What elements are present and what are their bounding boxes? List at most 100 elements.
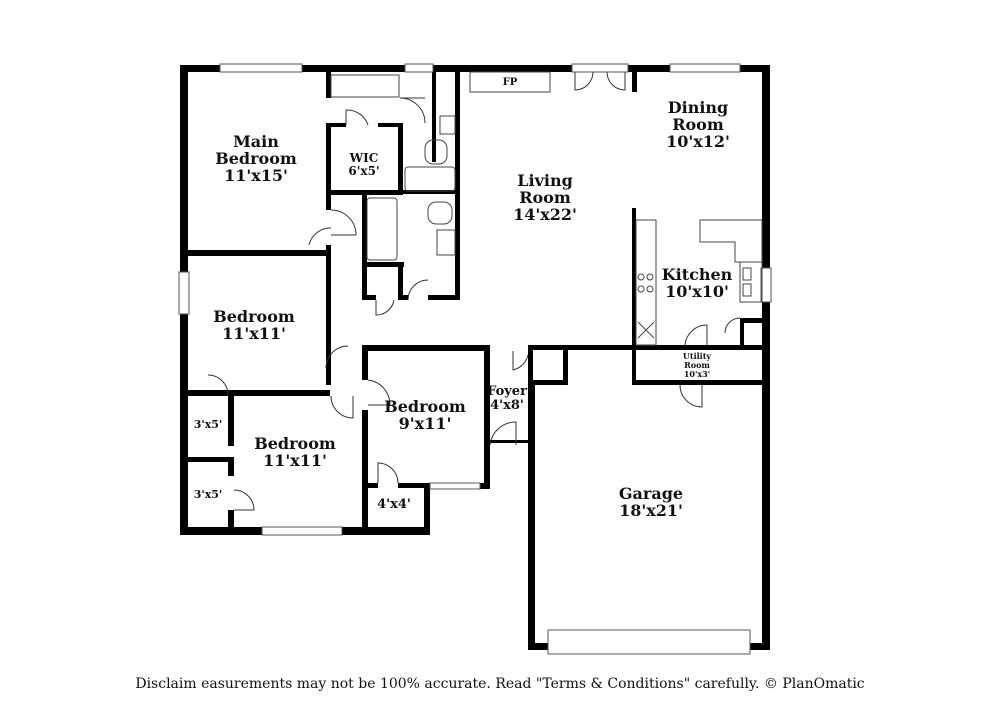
door-main-closet (399, 97, 426, 124)
label-main-bedroom-name1: Main (233, 132, 279, 151)
label-fireplace: FP (503, 77, 518, 88)
wall-closet-right (424, 483, 430, 535)
sink-hall (436, 229, 456, 256)
wall-closet-divider (188, 457, 234, 462)
window-bedroom-c (429, 482, 481, 490)
wall-bath2-left (362, 195, 367, 295)
wall-linen-bottom-a (362, 295, 376, 300)
sink-main (439, 115, 456, 135)
windows (178, 63, 772, 536)
door-front-entry (489, 421, 517, 446)
door-utility-garage (679, 384, 703, 408)
patio-door-frame (571, 63, 629, 73)
door-closet-1 (207, 374, 229, 396)
refrigerator-mark (637, 321, 655, 339)
wall-wic-top-a (326, 123, 346, 127)
wall-pantry-left (740, 318, 744, 348)
door-main-bedroom (330, 209, 357, 236)
exterior-wall-top (180, 65, 770, 72)
foyer-entry-step (490, 440, 528, 443)
door-bedroom-c (367, 379, 391, 406)
label-kitchen-size: 10'x10' (665, 282, 729, 301)
wall-foyer-left (484, 345, 490, 489)
label-bedroom-c-size: 9'x11' (399, 414, 452, 433)
label-main-bedroom-name2: Bedroom (215, 149, 297, 168)
exterior-wall-right (762, 65, 770, 650)
wall-bath-divider (403, 190, 458, 194)
label-dining-room-name2: Room (672, 115, 724, 134)
label-foyer-size: 4'x8' (490, 398, 524, 413)
wall-closet3-top-a (368, 483, 378, 488)
label-dining-room-name1: Dining (668, 98, 728, 117)
doors (207, 63, 741, 511)
wall-linen-bottom-b (398, 295, 408, 300)
garage-wall-top (528, 345, 762, 350)
wall-wic-left (326, 125, 331, 195)
wall-closet-top-left (326, 72, 331, 98)
label-wic-size: 6'x5' (348, 164, 379, 178)
label-living-room-size: 14'x22' (513, 205, 577, 224)
label-living-room-name2: Room (519, 188, 571, 207)
label-kitchen-name: Kitchen (662, 265, 733, 284)
window-bath (404, 63, 434, 73)
garage-wall-left (528, 380, 535, 650)
label-bedroom-a-name: Bedroom (213, 307, 295, 326)
wall-wic-top-b (378, 123, 403, 127)
label-living-room-name1: Living (517, 171, 573, 190)
window-main-bedroom (219, 63, 303, 73)
stove-burner-3 (637, 285, 645, 293)
label-main-bedroom-size: 11'x15' (224, 166, 288, 185)
wall-hall-left (326, 245, 331, 385)
bathtub-main (404, 166, 456, 192)
toilet-hall (427, 201, 453, 225)
window-dining (669, 63, 741, 73)
label-utility-name2: Room (684, 360, 710, 370)
kitchen-sink-basin-b (742, 283, 752, 297)
door-hall-bath (407, 279, 429, 301)
door-wic (345, 109, 369, 126)
door-utility (684, 324, 708, 346)
wall-bedroom-c-left-top (362, 350, 368, 380)
garage-wall-notch-bottom (528, 380, 568, 385)
label-closet-2-size: 3'x5' (194, 488, 223, 501)
window-kitchen (760, 267, 772, 303)
label-garage-size: 18'x21' (619, 501, 683, 520)
bathtub-hall (366, 197, 398, 261)
wall-bath-partition (432, 72, 436, 162)
label-closet-3-size: 4'x4' (377, 497, 411, 512)
label-bedroom-c-name: Bedroom (384, 397, 466, 416)
kitchen-counter-top (699, 219, 763, 263)
fireplace (469, 71, 551, 93)
wall-bedroom-a-bottom (188, 390, 330, 396)
door-linen (375, 299, 395, 316)
label-wic-name: WIC (349, 151, 379, 165)
wall-dining-door-jamb (632, 72, 637, 92)
door-main-bath-hall (308, 227, 332, 246)
door-closet-3 (377, 462, 399, 484)
label-utility-size: 10'x3' (684, 369, 710, 379)
stove-burner-1 (637, 273, 645, 281)
wall-pantry-top (740, 318, 762, 323)
wall-linen-right (398, 262, 403, 300)
wall-main-bedroom-bottom (188, 250, 330, 256)
wall-wic-right (398, 125, 403, 195)
toilet-main (424, 139, 448, 165)
wall-kitchen-left (632, 208, 636, 383)
room-labels: Main Bedroom 11'x15' WIC 6'x5' Living Ro… (194, 77, 733, 520)
door-closet-2 (233, 489, 255, 511)
door-bedroom-b (330, 395, 354, 419)
kitchen-counter-left (635, 219, 657, 346)
wall-hall-a (326, 190, 331, 210)
wall-closet3-top-b (398, 483, 428, 488)
door-patio (574, 71, 626, 91)
wall-closet-right-c (228, 462, 234, 476)
garage-wall-notch-side (563, 345, 568, 385)
wall-bath-bottom (428, 295, 458, 300)
kitchen-sink-basin-a (742, 267, 752, 281)
label-bedroom-b-size: 11'x11' (263, 451, 327, 470)
label-foyer-name: Foyer (487, 384, 527, 399)
door-foyer-garage (512, 351, 529, 371)
fixtures (330, 71, 763, 346)
label-bedroom-b-name: Bedroom (254, 434, 336, 453)
wall-wic-bottom (326, 190, 400, 195)
